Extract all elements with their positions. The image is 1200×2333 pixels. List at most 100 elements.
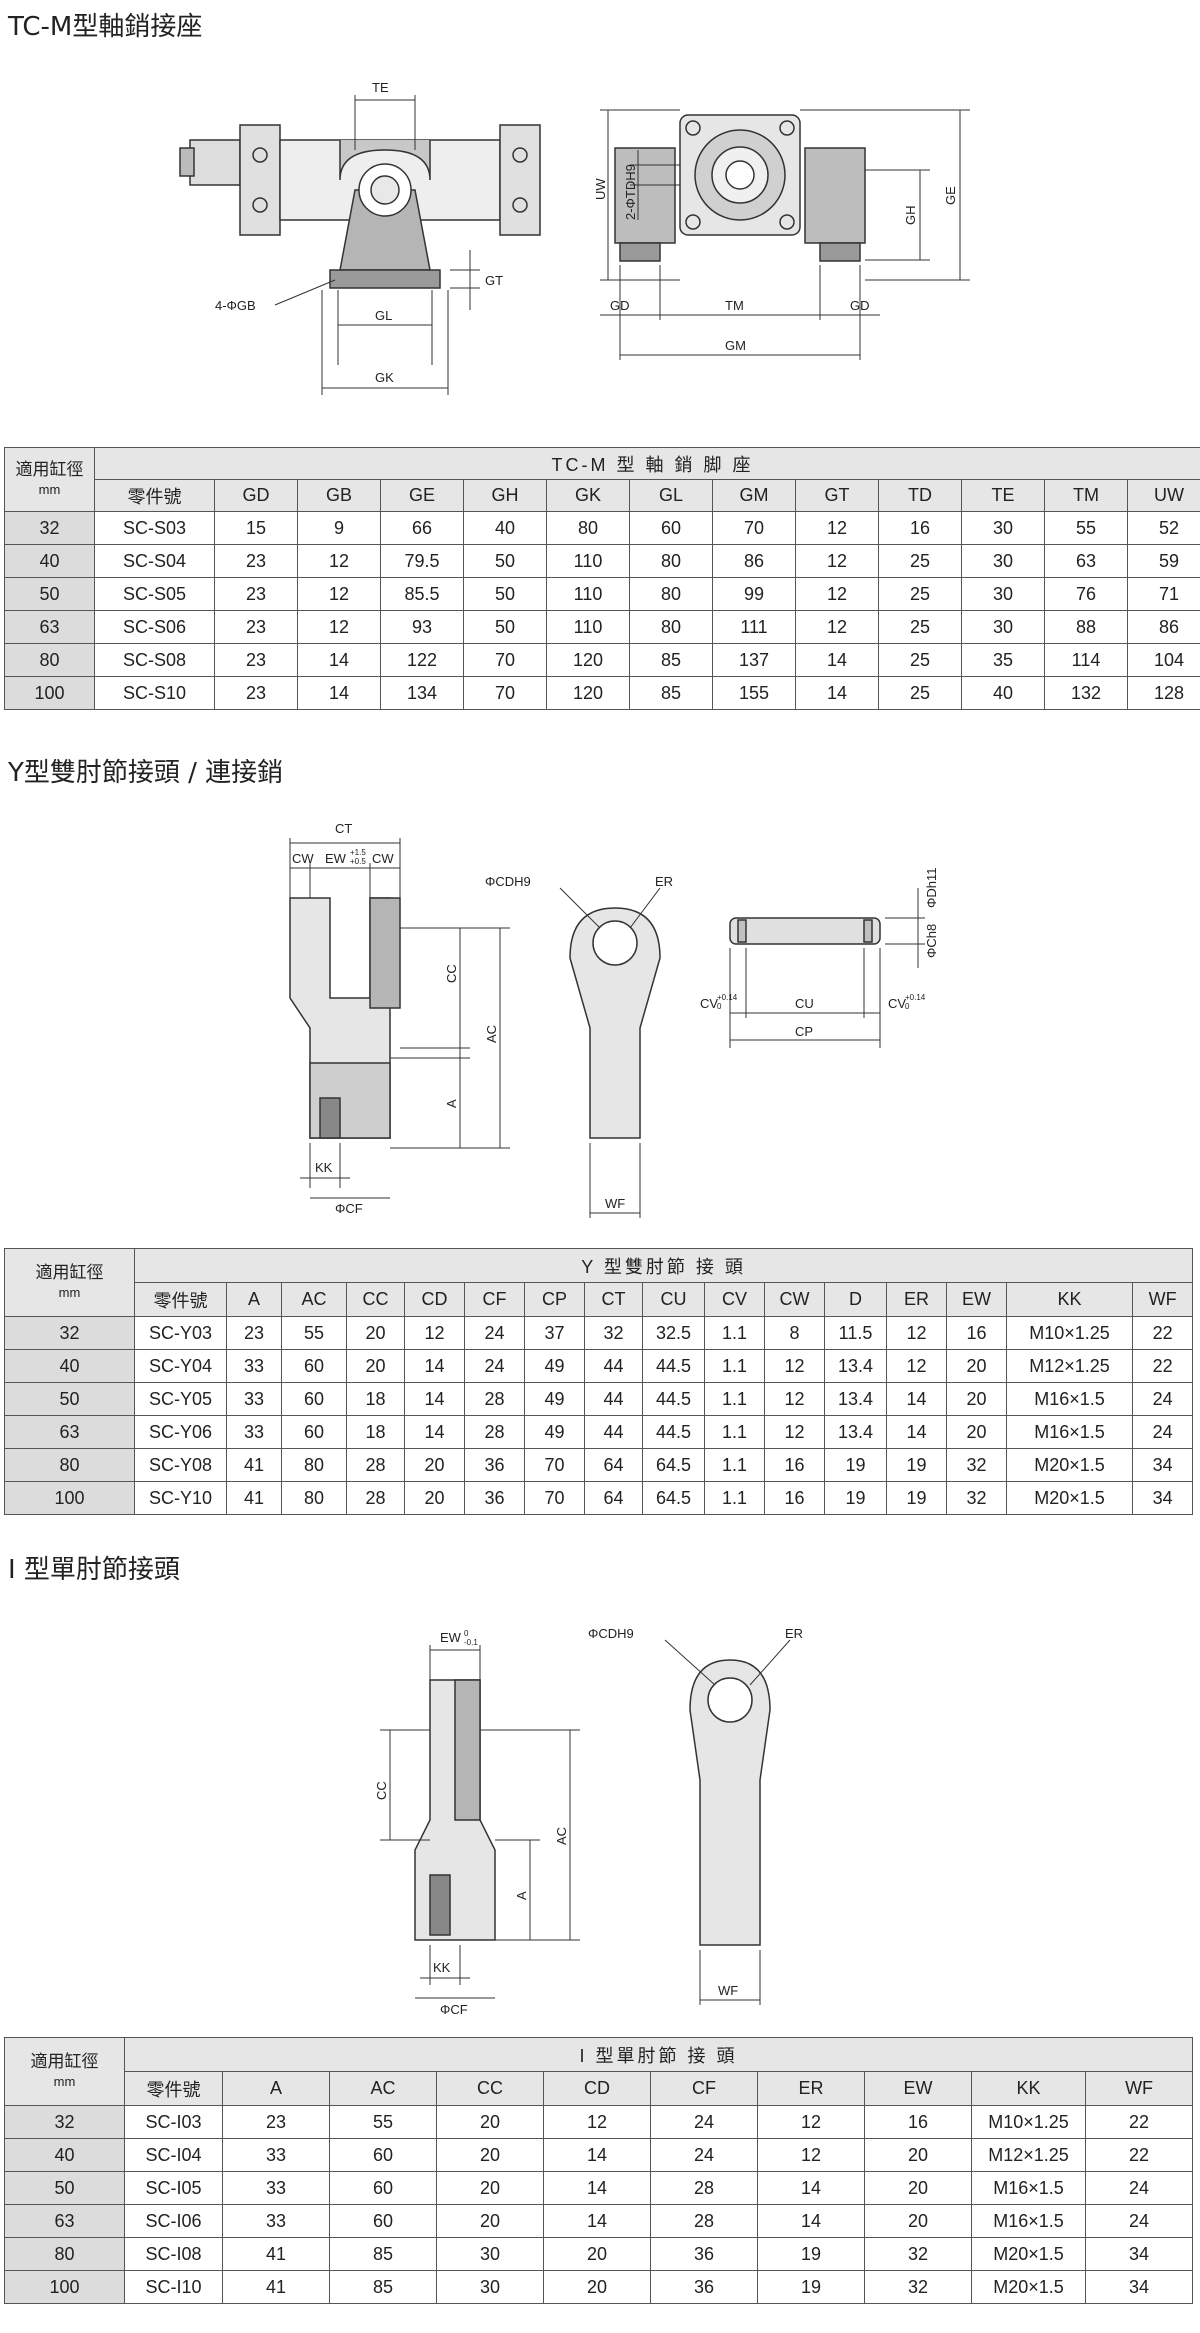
value-cell: 32	[946, 1481, 1007, 1515]
column-header: KK	[1006, 1282, 1133, 1317]
value-cell: 86	[1126, 610, 1200, 644]
value-cell: 22	[1084, 2105, 1194, 2139]
value-cell: 20	[346, 1316, 405, 1350]
value-cell: 33	[222, 2171, 330, 2205]
part-number-cell: SC-S10	[94, 676, 215, 710]
value-cell: 19	[824, 1448, 887, 1482]
value-cell: 28	[464, 1382, 525, 1416]
value-cell: 132	[1044, 676, 1128, 710]
column-header: GH	[463, 479, 547, 512]
value-cell: M16×1.5	[971, 2171, 1086, 2205]
column-header: GB	[297, 479, 381, 512]
value-cell: 19	[757, 2270, 865, 2304]
value-cell: 55	[1044, 511, 1128, 545]
label-gh: GH	[903, 206, 918, 226]
value-cell: 36	[650, 2237, 758, 2271]
value-cell: 16	[764, 1448, 825, 1482]
label-ch: ΦCh8	[924, 924, 939, 958]
value-cell: 22	[1131, 1316, 1194, 1350]
part-number-header: 零件號	[124, 2071, 223, 2106]
i-section-title: I 型單肘節接頭	[8, 1555, 180, 1585]
value-cell: 12	[795, 511, 879, 545]
bore-label: 適用缸徑	[35, 1262, 104, 1282]
bore-header: 適用缸徑 mm	[4, 1248, 135, 1317]
value-cell: 12	[543, 2105, 651, 2139]
value-cell: 93	[380, 610, 464, 644]
value-cell: 36	[464, 1448, 525, 1482]
value-cell: 85	[629, 676, 713, 710]
value-cell: 25	[878, 544, 962, 578]
label-tm: TM	[725, 298, 744, 313]
value-cell: 16	[764, 1481, 825, 1515]
value-cell: 12	[404, 1316, 465, 1350]
bore-header: 適用缸徑 mm	[4, 2037, 125, 2106]
value-cell: 20	[946, 1382, 1007, 1416]
value-cell: 28	[346, 1481, 405, 1515]
bore-cell: 63	[4, 610, 95, 644]
value-cell: M10×1.25	[971, 2105, 1086, 2139]
value-cell: 66	[380, 511, 464, 545]
value-cell: 60	[281, 1349, 347, 1383]
value-cell: M12×1.25	[1006, 1349, 1133, 1383]
value-cell: 16	[878, 511, 962, 545]
value-cell: 24	[1131, 1382, 1194, 1416]
label-gd-left: GD	[610, 298, 630, 313]
value-cell: M16×1.5	[1006, 1382, 1133, 1416]
bore-cell: 80	[4, 1448, 135, 1482]
value-cell: 14	[757, 2171, 865, 2205]
label-er: ER	[655, 874, 673, 889]
value-cell: 60	[281, 1382, 347, 1416]
part-number-cell: SC-S08	[94, 643, 215, 677]
value-cell: 111	[712, 610, 796, 644]
value-cell: 23	[214, 643, 298, 677]
bore-cell: 40	[4, 544, 95, 578]
label-cd: ΦCDH9	[485, 874, 531, 889]
column-header: GD	[214, 479, 298, 512]
value-cell: 86	[712, 544, 796, 578]
value-cell: 12	[757, 2105, 865, 2139]
part-number-cell: SC-Y04	[134, 1349, 227, 1383]
column-header: TM	[1044, 479, 1128, 512]
value-cell: 44	[584, 1382, 643, 1416]
bore-cell: 63	[4, 1415, 135, 1449]
value-cell: 64	[584, 1481, 643, 1515]
bore-label: 適用缸徑	[30, 2051, 99, 2071]
value-cell: 60	[281, 1415, 347, 1449]
value-cell: 23	[222, 2105, 330, 2139]
value-cell: 49	[524, 1415, 585, 1449]
label-kk: KK	[315, 1160, 333, 1175]
value-cell: 76	[1044, 577, 1128, 611]
column-header: AC	[281, 1282, 347, 1317]
label-gk: GK	[375, 370, 394, 385]
value-cell: 32	[864, 2237, 972, 2271]
value-cell: 40	[961, 676, 1045, 710]
value-cell: 1.1	[704, 1481, 765, 1515]
value-cell: 20	[436, 2138, 544, 2172]
column-header: GT	[795, 479, 879, 512]
bore-label: 適用缸徑	[15, 459, 84, 479]
label-ac: AC	[484, 1025, 499, 1043]
value-cell: 36	[650, 2270, 758, 2304]
value-cell: 20	[436, 2105, 544, 2139]
label-a: A	[444, 1099, 459, 1108]
value-cell: 55	[281, 1316, 347, 1350]
column-header: GK	[546, 479, 630, 512]
value-cell: 1.1	[704, 1316, 765, 1350]
value-cell: 8	[764, 1316, 825, 1350]
value-cell: 80	[629, 544, 713, 578]
bore-cell: 40	[4, 1349, 135, 1383]
value-cell: 19	[757, 2237, 865, 2271]
column-header: CT	[584, 1282, 643, 1317]
value-cell: 14	[543, 2204, 651, 2238]
bore-cell: 40	[4, 2138, 125, 2172]
value-cell: 14	[543, 2171, 651, 2205]
value-cell: 28	[650, 2171, 758, 2205]
value-cell: 110	[546, 610, 630, 644]
